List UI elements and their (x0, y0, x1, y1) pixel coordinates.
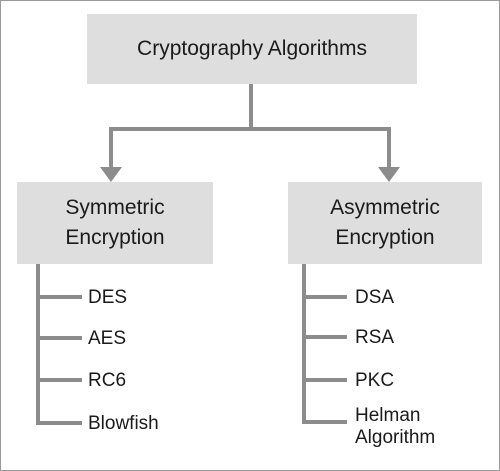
root-node: Cryptography Algorithms (87, 14, 417, 84)
leaf-aes: AES (88, 328, 127, 349)
left-arrowhead (100, 167, 122, 182)
symmetric-node: Symmetric Encryption (17, 182, 213, 264)
asymmetric-label: Asymmetric Encryption (330, 196, 440, 249)
leaf-des: DES (88, 287, 128, 308)
asymmetric-node: Asymmetric Encryption (288, 182, 482, 264)
leaf-rsa: RSA (355, 327, 395, 348)
leaf-dsa: DSA (355, 287, 395, 308)
right-arrowhead (378, 167, 400, 182)
leaf-helman-algorithm: Helman Algorithm (355, 405, 436, 448)
root-label: Cryptography Algorithms (137, 37, 367, 60)
symmetric-label: Symmetric Encryption (65, 196, 165, 249)
leaf-pkc: PKC (355, 370, 395, 391)
leaf-blowfish: Blowfish (88, 413, 159, 434)
leaf-rc6: RC6 (88, 370, 127, 391)
